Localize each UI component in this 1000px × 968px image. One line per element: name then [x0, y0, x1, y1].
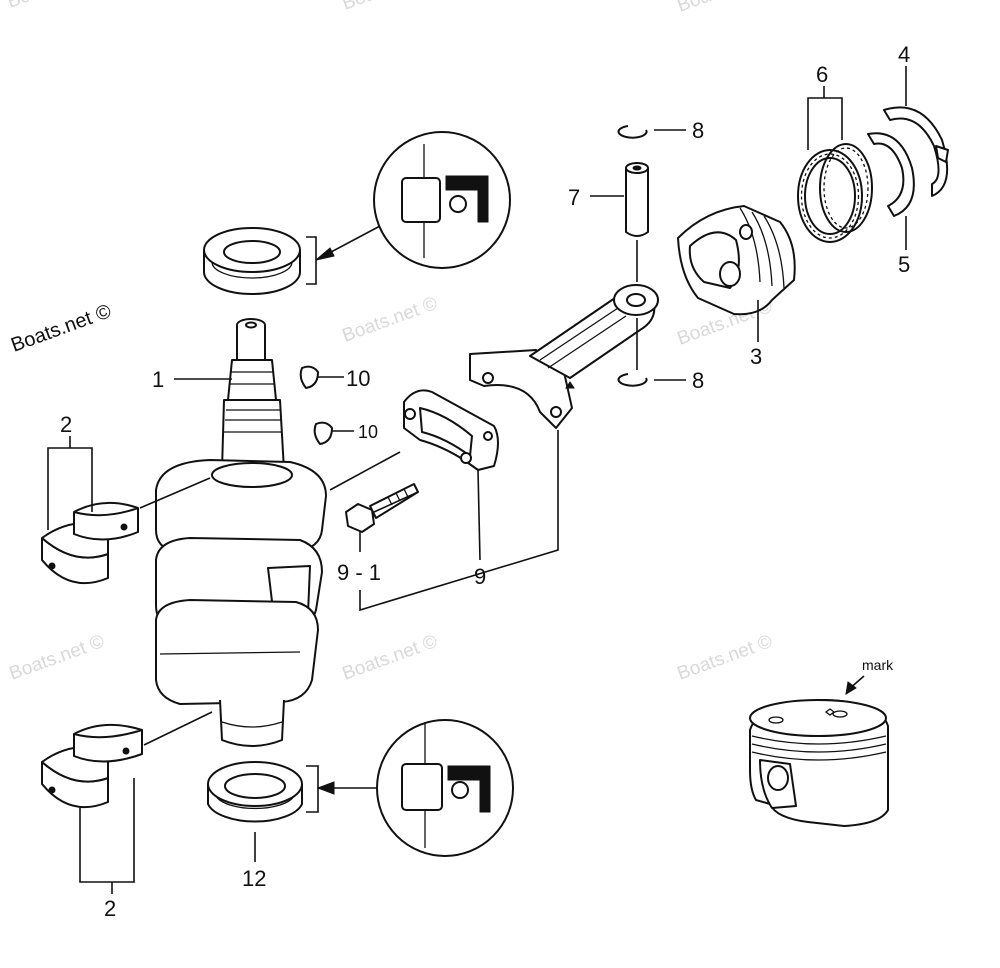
bolt-axis [373, 491, 419, 513]
callout-5: 5 [898, 252, 910, 277]
mark-label: mark [862, 657, 894, 673]
callout-8a: 8 [692, 118, 704, 143]
rod-cap [403, 389, 499, 471]
callout-3: 3 [750, 344, 762, 369]
seal-bracket-upper [306, 236, 317, 285]
oil-seal-upper [203, 227, 301, 295]
bracket-9 [359, 430, 559, 612]
piston-ring-second [867, 132, 915, 217]
mark-arrow-head [845, 681, 857, 695]
watermark-text: Boats.net © [5, 0, 106, 13]
callout-1: 1 [152, 367, 164, 392]
detail-bubble-upper [373, 131, 511, 269]
watermark-text: Boats.net © [340, 0, 441, 15]
callout-7: 7 [568, 185, 580, 210]
watermark-text: Boats.net © [340, 293, 441, 347]
connecting-rod [469, 284, 659, 429]
detail-arrow-upper [315, 247, 335, 261]
watermark-main: Boats.net © [8, 300, 114, 357]
callout-9-1: 9 - 1 [337, 560, 381, 585]
piston-pin-clip-upper [617, 125, 648, 139]
piston-pin-clip-lower [617, 373, 648, 387]
woodruff-key-b [313, 421, 333, 445]
callout-10a: 10 [346, 366, 370, 391]
watermark-text: Boats.net © [7, 631, 108, 685]
callout-10b: 10 [358, 422, 378, 442]
crankshaft [155, 318, 327, 747]
piston-ring-oil [797, 143, 873, 243]
leader-9 [477, 469, 481, 561]
piston-mark-view [749, 699, 889, 827]
detail-bubble-lower [376, 719, 514, 857]
callout-9: 9 [474, 564, 486, 589]
align-line-upper [139, 477, 211, 509]
bracket-2b [79, 778, 135, 883]
oil-seal-lower [207, 761, 303, 823]
callout-2a: 2 [60, 412, 72, 437]
rod-bolt [345, 483, 419, 533]
piston-ring-top [883, 106, 949, 197]
main-bearing-lower [41, 723, 143, 809]
align-line-lower [143, 711, 213, 746]
align-line-cap [329, 451, 401, 491]
bracket-6 [807, 97, 843, 150]
callout-8b: 8 [692, 368, 704, 393]
watermark-text: Boats.net © [675, 0, 776, 17]
detail-arrow-lower [316, 781, 335, 795]
watermark-text: Boats.net © [675, 631, 776, 685]
callout-6: 6 [816, 62, 828, 87]
callout-12: 12 [242, 866, 266, 891]
piston [677, 205, 796, 316]
callout-2b: 2 [104, 896, 116, 921]
main-bearing-upper [41, 501, 139, 585]
watermark-group: Boats.net © Boats.net © Boats.net © Boat… [5, 0, 776, 685]
piston-pin [625, 162, 649, 237]
woodruff-key-a [299, 365, 319, 389]
callout-4: 4 [898, 42, 910, 67]
watermark-text: Boats.net © [340, 631, 441, 685]
seal-bracket-lower [306, 765, 319, 813]
